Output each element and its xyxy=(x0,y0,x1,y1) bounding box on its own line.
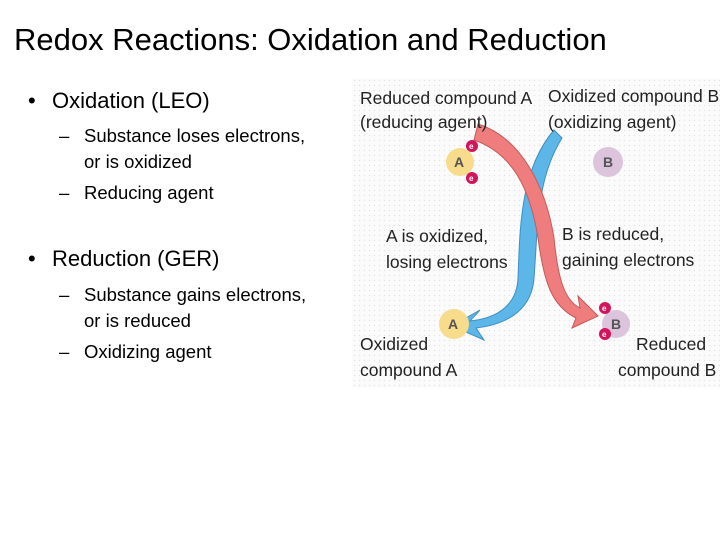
label-reducing-agent: (reducing agent) xyxy=(360,112,487,132)
sub-bullet-text: Reducing agent xyxy=(84,182,214,203)
label-reduced-compound-a: Reduced compound A xyxy=(360,88,533,108)
sub-bullet-reducing-agent: –Reducing agent xyxy=(59,180,214,206)
sub-bullet-text-line1: Substance loses electrons, xyxy=(84,125,305,146)
sub-bullet-gains-electrons: –Substance gains electrons, or is reduce… xyxy=(59,282,306,334)
label-oxidized-compound-b: Oxidized compound B xyxy=(548,86,719,106)
bullet-marker: • xyxy=(28,88,52,114)
bullet-marker: • xyxy=(28,246,52,272)
compound-b-label: B xyxy=(603,154,613,170)
sub-bullet-text-line2: or is oxidized xyxy=(59,149,305,175)
label-reduced: Reduced xyxy=(636,334,706,354)
sub-bullet-loses-electrons: –Substance loses electrons, or is oxidiz… xyxy=(59,123,305,175)
sub-bullet-marker: – xyxy=(59,180,84,206)
redox-diagram-svg: Reduced compound A (reducing agent) Oxid… xyxy=(352,78,720,388)
electron-label: e xyxy=(469,142,474,151)
bullet-oxidation-text: Oxidation (LEO) xyxy=(52,88,210,113)
electron-label: e xyxy=(602,330,607,339)
compound-b-label: B xyxy=(611,316,621,332)
electron-label: e xyxy=(469,174,474,183)
sub-bullet-marker: – xyxy=(59,339,84,365)
sub-bullet-oxidizing-agent: –Oxidizing agent xyxy=(59,339,212,365)
label-losing-electrons: losing electrons xyxy=(386,252,508,272)
label-gaining-electrons: gaining electrons xyxy=(562,250,695,270)
compound-a-label: A xyxy=(448,316,458,332)
bullet-reduction: •Reduction (GER) xyxy=(28,246,220,272)
compound-a-label: A xyxy=(454,154,464,170)
label-oxidizing-agent: (oxidizing agent) xyxy=(548,112,676,132)
electron-label: e xyxy=(602,304,607,313)
sub-bullet-text-line1: Substance gains electrons, xyxy=(84,284,306,305)
label-a-is-oxidized: A is oxidized, xyxy=(386,226,488,246)
label-compound-a: compound A xyxy=(360,360,458,380)
bullet-oxidation: •Oxidation (LEO) xyxy=(28,88,210,114)
redox-diagram: Reduced compound A (reducing agent) Oxid… xyxy=(352,78,720,388)
label-b-is-reduced: B is reduced, xyxy=(562,224,664,244)
label-oxidized: Oxidized xyxy=(360,334,428,354)
sub-bullet-text: Oxidizing agent xyxy=(84,341,212,362)
bullet-list: •Oxidation (LEO) –Substance loses electr… xyxy=(0,0,350,540)
bullet-reduction-text: Reduction (GER) xyxy=(52,246,220,271)
sub-bullet-text-line2: or is reduced xyxy=(59,308,306,334)
label-compound-b: compound B xyxy=(618,360,716,380)
sub-bullet-marker: – xyxy=(59,123,84,149)
sub-bullet-marker: – xyxy=(59,282,84,308)
